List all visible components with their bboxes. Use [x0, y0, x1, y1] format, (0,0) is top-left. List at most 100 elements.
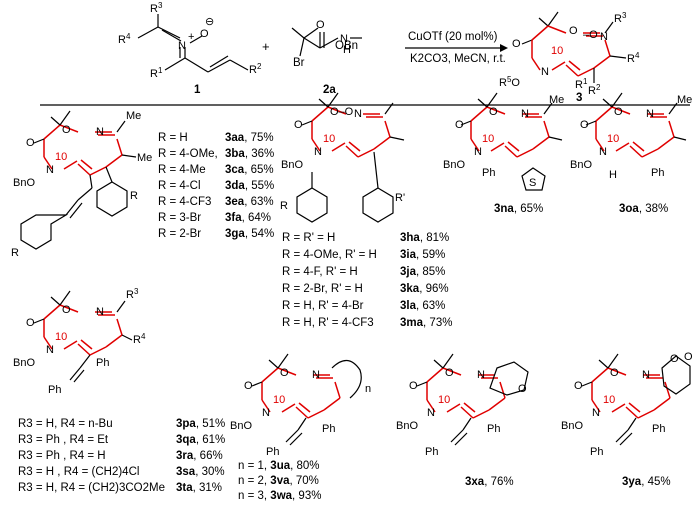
an-3ua: N — [262, 407, 270, 419]
o-3ua: O — [280, 367, 289, 379]
me1-3na: Me — [549, 94, 564, 106]
structure-3aa — [20, 110, 137, 250]
ten-3ya: 10 — [603, 394, 615, 406]
o-3ya: O — [610, 367, 619, 379]
nh-atom-2a: H — [343, 44, 351, 56]
an-3aa: N — [46, 164, 54, 176]
ph-3ya: Ph — [652, 423, 665, 435]
row-3da: R = 4-Cl — [158, 180, 201, 192]
r3-3pa: R3 — [126, 287, 139, 301]
co-3ya: O — [574, 380, 583, 392]
co-3oa: O — [580, 119, 589, 131]
an-3pa: N — [46, 344, 54, 356]
ring-size-3: 10 — [551, 45, 563, 57]
r4-atom-3: R4 — [627, 51, 640, 65]
n-3xa: N — [477, 369, 485, 381]
bno-3aa: BnO — [13, 177, 35, 189]
ten-3xa: 10 — [438, 394, 450, 406]
structure-3ya — [581, 353, 691, 446]
bno-3ya: BnO — [561, 420, 583, 432]
o-minus: ⊖ — [205, 16, 214, 28]
an-3na: N — [474, 146, 482, 158]
s-3na: S — [529, 177, 536, 189]
reactant-1-structure — [137, 14, 249, 73]
row-3ea: R = 4-CF3 — [158, 196, 212, 208]
n-3oa: N — [646, 108, 654, 120]
product-label: 3 — [576, 92, 583, 104]
n-3ua: N — [312, 369, 320, 381]
r5o-atom-3: R5O — [499, 75, 520, 89]
an-3ya: N — [592, 407, 600, 419]
row-3ca: R = 4-Me — [158, 164, 206, 176]
o-atom-3a: O — [569, 25, 578, 37]
structure-3na — [460, 92, 563, 191]
row-3ba: R = 4-OMe, — [158, 148, 218, 160]
r-3ha: R — [280, 200, 288, 212]
n-plus: + — [188, 31, 194, 43]
ox2-3ya: O — [684, 351, 693, 363]
ten-3ua: 10 — [273, 394, 285, 406]
label-3na: 3na, 65% — [494, 203, 544, 215]
rp-3ha: R' — [395, 192, 405, 204]
me1-3oa: Me — [677, 94, 692, 106]
pr-3ua: Ph — [266, 446, 279, 458]
conditions-top: CuOTf (20 mol%) — [408, 31, 498, 43]
n-atom-3: N — [600, 31, 608, 43]
co-3ha: O — [294, 119, 303, 131]
row-3aa: R = H — [158, 132, 188, 144]
pr-3xa: Ph — [425, 446, 438, 458]
r-3aa: R — [130, 190, 138, 202]
o-3aa: O — [62, 124, 71, 136]
bno-3pa: BnO — [13, 357, 35, 369]
ph-3na: Ph — [482, 167, 495, 179]
o-3xa: O — [445, 367, 454, 379]
structure-3oa — [585, 92, 687, 158]
r4-3pa: R4 — [133, 332, 146, 346]
o-3oa: O — [614, 106, 623, 118]
o-3na: O — [489, 106, 498, 118]
row-3ga: R = 2-Br — [158, 228, 202, 240]
o-atom-2a: O — [316, 19, 325, 31]
an-3oa: N — [599, 146, 607, 158]
co-3aa: O — [26, 137, 35, 149]
carbonyl-o-3: O — [512, 38, 521, 50]
n-3pa: N — [96, 306, 104, 318]
o-atom: O — [200, 28, 209, 40]
co-3na: O — [455, 119, 464, 131]
reactant-2a-structure — [291, 27, 362, 57]
an-3ha: N — [314, 146, 322, 158]
label-3xa: 3xa, 76% — [465, 476, 514, 488]
bno-3na: BnO — [443, 159, 465, 171]
o-3ha: O–O — [330, 106, 354, 118]
r3-atom-3: R3 — [614, 11, 627, 25]
o-3pa: O — [62, 304, 71, 316]
r2-atom: R2 — [249, 62, 262, 76]
structure-3pa — [33, 290, 133, 383]
ph-3ua: Ph — [322, 423, 335, 435]
bno-3xa: BnO — [396, 420, 418, 432]
ox1-3ya: O — [670, 353, 679, 365]
bno-3ua: BnO — [230, 420, 252, 432]
ten-3aa: 10 — [55, 151, 67, 163]
bno-3ha: BnO — [281, 159, 303, 171]
ten-3ha: 10 — [323, 133, 335, 145]
pr-3pa: Ph — [48, 384, 61, 396]
n-atom-2a: N — [340, 33, 348, 45]
plus-sign: + — [262, 39, 270, 54]
me1-3aa: Me — [126, 110, 141, 122]
product-3-structure — [521, 11, 627, 83]
amide-n-3: N — [541, 66, 549, 78]
n-3ya: N — [642, 369, 650, 381]
structure-3xa — [416, 353, 529, 446]
n-subscript: n — [365, 383, 371, 395]
label-3oa: 3oa, 38% — [619, 203, 669, 215]
br-2a: Br — [293, 57, 305, 69]
arrow-head — [500, 44, 508, 52]
ph-3xa: Ph — [487, 423, 500, 435]
row-3fa: R = 3-Br — [158, 212, 202, 224]
ten-3pa: 10 — [55, 331, 67, 343]
co-3pa: O — [26, 317, 35, 329]
ten-3na: 10 — [482, 133, 494, 145]
reactant-2a-label: 2a — [323, 84, 336, 96]
